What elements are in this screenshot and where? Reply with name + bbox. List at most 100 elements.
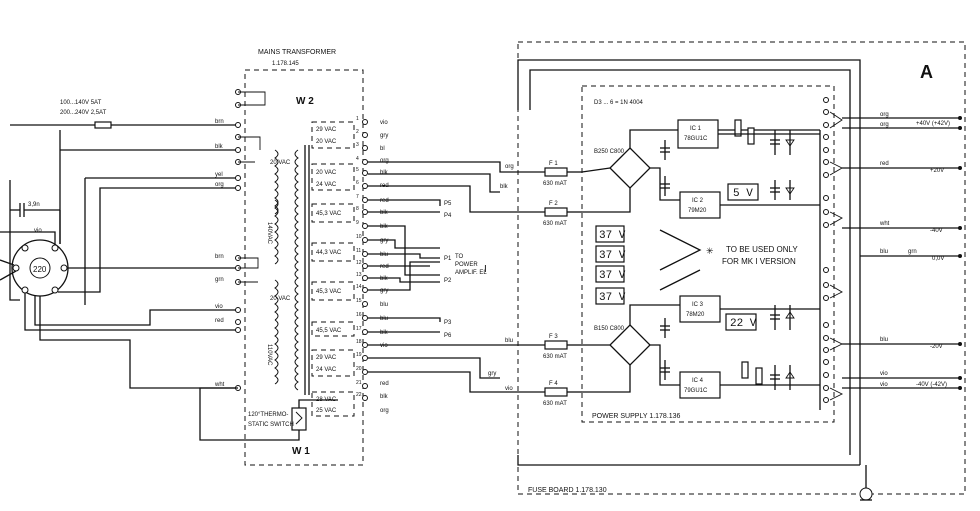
selector-label-a: 100...140V 5AT — [60, 100, 102, 106]
svg-text:37 V: 37 V — [599, 292, 626, 304]
fuse-f1 — [544, 167, 568, 177]
capacitor-label: 3,9n — [28, 202, 40, 208]
bridge-rectifier-1: B250 C800 — [581, 147, 651, 213]
output-voltage: +40V (+42V) — [916, 121, 950, 127]
svg-text:2: 2 — [356, 129, 359, 135]
mains-transformer: MAINS TRANSFORMER 1.178.145 W 2 W 1 — [199, 49, 368, 466]
ic2-regulator — [679, 191, 721, 219]
winding-label: 20 VAC — [270, 296, 291, 302]
svg-text:5 V: 5 V — [733, 188, 753, 200]
ground-icon — [859, 487, 873, 501]
svg-text:19: 19 — [356, 352, 362, 358]
transformer-outline — [244, 69, 364, 466]
secondary-label: 28 VAC — [316, 397, 337, 403]
wire-label: bl — [380, 146, 385, 152]
output-voltage: -40V — [930, 228, 943, 234]
svg-text:14: 14 — [356, 284, 362, 290]
secondary-windings: 29 VAC 20 VAC 20 VAC 24 VAC 45,3 VAC 44,… — [311, 121, 355, 417]
svg-text:9: 9 — [356, 220, 359, 226]
winding-w2-label: W 2 — [296, 96, 314, 107]
pin-label: P1 — [444, 256, 452, 262]
terminal-block-b — [823, 97, 844, 403]
output-voltage: 0,0V — [932, 256, 944, 262]
power-supply-board: POWER SUPPLY 1.178.136 D3 ... 6 = 1N 400… — [581, 85, 835, 423]
output-wire-label: vio — [880, 382, 888, 388]
power-amp-mark: I — [484, 264, 487, 275]
svg-text:78M20: 78M20 — [686, 312, 705, 318]
secondary-label: 24 VAC — [316, 367, 337, 373]
wire-label: org — [215, 182, 224, 188]
wire-label: blk — [380, 394, 389, 400]
output-wire-label: vio — [880, 371, 888, 377]
secondary-label: 20 VAC — [316, 139, 337, 145]
svg-text:12: 12 — [356, 260, 362, 266]
svg-text:79M20: 79M20 — [688, 208, 707, 214]
svg-text:F 3: F 3 — [549, 334, 558, 340]
wire-label: grn — [215, 277, 224, 283]
fuse-f2 — [544, 207, 568, 217]
wire-label: org — [380, 408, 389, 414]
thermostatic-switch: 120°THERMO- STATIC SWITCH — [199, 387, 338, 441]
wire-label: brn — [215, 119, 224, 125]
secondary-label: 45,5 VAC — [316, 328, 342, 334]
wire-label: vio — [505, 386, 513, 392]
wire-label: blk — [215, 144, 224, 150]
output-wire-label: org — [880, 122, 889, 128]
output-wire-label: blu — [880, 337, 888, 343]
fuse-f3 — [544, 340, 568, 350]
mk1-note-line1: TO BE USED ONLY — [726, 245, 798, 254]
power-amp-amp: AMPLIF. EL — [455, 270, 487, 276]
wire-label: blu — [380, 316, 388, 322]
svg-text:IC 3: IC 3 — [692, 302, 704, 308]
svg-text:78GU1C: 78GU1C — [684, 136, 708, 142]
output-terminals: org org +40V (+42V) red +20V wht -40V bl… — [823, 97, 962, 403]
wire-label: gry — [380, 288, 388, 294]
wire-label: blk — [380, 224, 389, 230]
svg-text:13: 13 — [356, 272, 362, 278]
output-wire-label: wht — [879, 221, 890, 227]
svg-text:630 mAT: 630 mAT — [543, 401, 567, 407]
svg-text:37 V: 37 V — [599, 230, 626, 242]
pin-label: P6 — [444, 333, 452, 339]
ic1-regulator — [677, 119, 719, 149]
output-wire-label: blu — [880, 249, 888, 255]
wire-label: red — [380, 264, 389, 270]
svg-text:20: 20 — [356, 366, 362, 372]
svg-text:4: 4 — [356, 156, 359, 162]
svg-text:11: 11 — [356, 248, 361, 254]
ic3-regulator — [679, 295, 721, 323]
power-amp-name: POWER — [455, 262, 478, 268]
secondary-terminals: 1 2 3 4 5 6 7 8 9 10 11 12 13 14 15 16 1… — [356, 116, 368, 401]
secondary-label: 25 VAC — [316, 408, 337, 414]
svg-text:B250 C800: B250 C800 — [594, 149, 625, 155]
fuse-board-label: FUSE BOARD 1.178.130 — [528, 487, 607, 494]
secondary-label: 45,3 VAC — [316, 289, 342, 295]
voltage-box-5v — [727, 183, 759, 201]
svg-text:22: 22 — [356, 392, 362, 398]
fuse-board-outline — [517, 41, 966, 495]
output-wire-label: org — [880, 112, 889, 118]
secondary-label: 44,3 VAC — [316, 250, 342, 256]
thermo-switch-label: 120°THERMO- — [248, 412, 288, 418]
bridge-rectifier-2: B150 C800 — [582, 324, 651, 393]
pin-label: P4 — [444, 213, 452, 219]
svg-text:16: 16 — [356, 312, 362, 318]
fuse-board: A FUSE BOARD 1.178.130 — [517, 41, 966, 501]
mains-input: 100...140V 5AT 200...240V 2,5AT 3,9n vio… — [0, 100, 238, 389]
wire-label: blu — [380, 302, 388, 308]
svg-text:IC 2: IC 2 — [692, 198, 704, 204]
secondary-label: 20 VAC — [316, 170, 337, 176]
voltage-box-37v — [595, 225, 625, 243]
fuse-feed-wiring: org blk blu gry vio — [368, 161, 545, 393]
left-wire-labels: brn blk yel org brn grn vio red wht — [214, 119, 225, 388]
wire-label: vio — [380, 120, 388, 126]
svg-text:79GU1C: 79GU1C — [684, 388, 708, 394]
wire-label: blu — [505, 338, 513, 344]
note-star: ✳ — [706, 246, 714, 256]
secondary-label: 45,3 VAC — [316, 211, 342, 217]
board-corner-label: A — [920, 62, 933, 82]
secondary-label: 29 VAC — [316, 127, 337, 133]
mains-fuse — [94, 121, 112, 129]
svg-text:IC 1: IC 1 — [690, 126, 702, 132]
